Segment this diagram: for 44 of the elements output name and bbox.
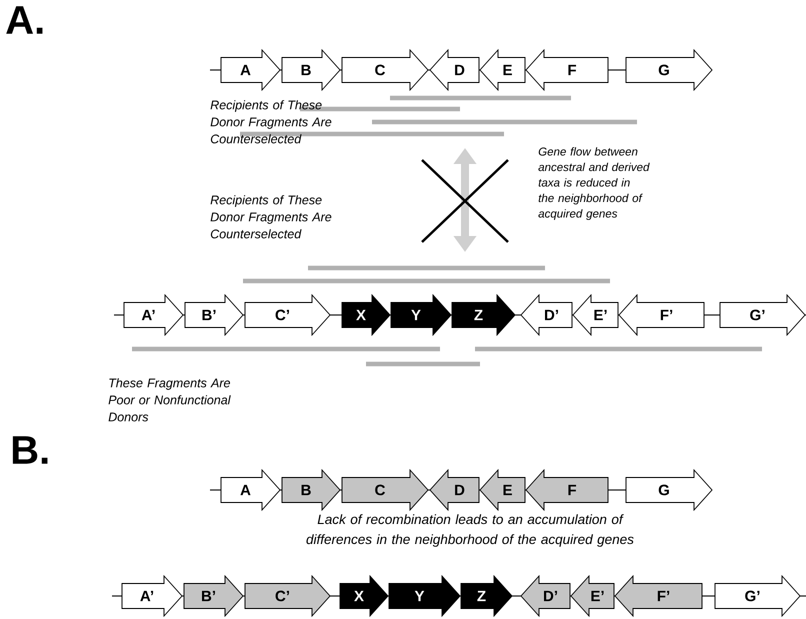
gene-block: G [626, 48, 713, 92]
gene-block: X [340, 574, 389, 618]
gene-block: X [342, 294, 391, 336]
gene-block: Y [388, 574, 461, 618]
panel-letter: B. [12, 436, 48, 464]
gene-block: Z [452, 294, 516, 336]
gene-block: A’ [122, 574, 183, 618]
gene-block: E [479, 48, 526, 92]
panel-letter: A. [6, 6, 42, 34]
gene-block: D [429, 468, 480, 512]
gene-block: Y [390, 294, 452, 336]
gene-block: B’ [184, 574, 244, 618]
gene-block: A [220, 468, 281, 512]
gene-block: B’ [184, 294, 244, 336]
gene-block: B [282, 468, 341, 512]
gene-block: A’ [124, 294, 184, 336]
gene-block: F [525, 468, 608, 512]
gene-block: C [342, 468, 429, 512]
gene-block: D’ [520, 294, 572, 336]
gene-block: G’ [720, 294, 806, 336]
node-label: A’ [140, 590, 154, 602]
gene-block: B [282, 48, 341, 92]
gene-block: C’ [244, 574, 331, 618]
gene-block: E’ [572, 294, 618, 336]
node-label: G’ [745, 590, 760, 602]
gene-block: E [479, 468, 526, 512]
gene-block: C [342, 48, 429, 92]
note-text: Lack of recombination leads to an accumulation of differences in the neighborhood of the acquired genes [306, 514, 634, 547]
gene-block: Z [460, 574, 513, 618]
gene-block: A [220, 48, 281, 92]
gene-block: C’ [244, 294, 331, 336]
gene-block: G’ [714, 574, 801, 618]
note-text: Recipients of These Donor Fragments Are Counterselected [210, 100, 332, 144]
node-label: G’ [750, 310, 764, 320]
gene-block: F’ [618, 294, 704, 336]
gene-block: D [429, 48, 480, 92]
gene-block: E’ [570, 574, 614, 618]
note-text: These Fragments Are Poor or Nonfunctional Donors [108, 378, 231, 422]
gene-block: D’ [520, 574, 570, 618]
note-text: Recipients of These Donor Fragments Are Counterselected [210, 195, 332, 238]
gene-block: F’ [614, 574, 702, 618]
gene-block: G [626, 468, 713, 512]
gene-block: F [525, 48, 608, 92]
note-text: Gene flow between ancestral and derived taxa is reduced in the neighborhood of acquired genes [538, 147, 650, 220]
